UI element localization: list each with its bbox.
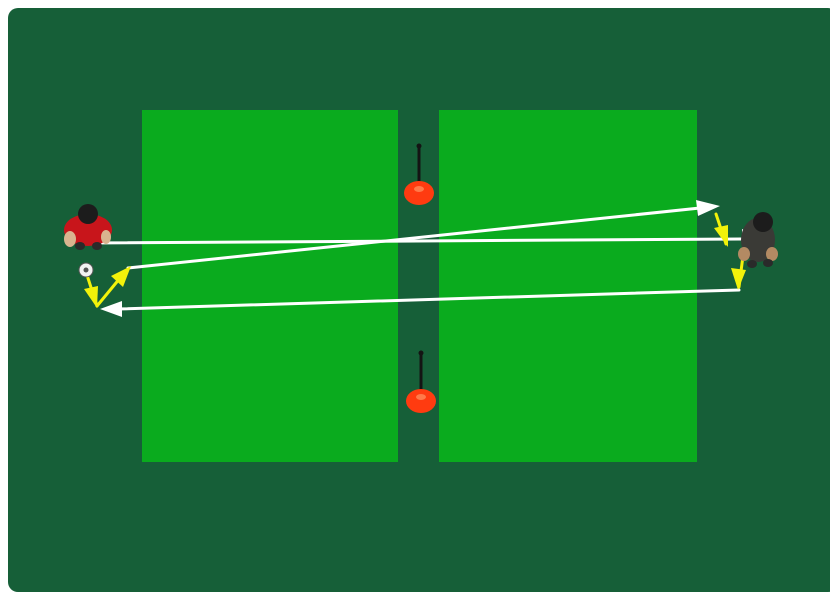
bottom-cone-icon (406, 351, 436, 414)
top-cone-icon (404, 144, 434, 206)
arrowhead-icon (84, 286, 98, 308)
pass-path-top (88, 239, 742, 243)
arrowhead-icon (714, 225, 728, 247)
left-player-icon (64, 204, 112, 250)
right-player-icon (738, 212, 778, 268)
pass-paths (88, 208, 742, 309)
pass-path-bottom (118, 290, 739, 309)
pass-path-upper-diagonal (128, 208, 700, 268)
arrowhead-icon (100, 301, 122, 317)
ball-icon (79, 263, 93, 277)
arrowhead-icon (731, 268, 746, 290)
